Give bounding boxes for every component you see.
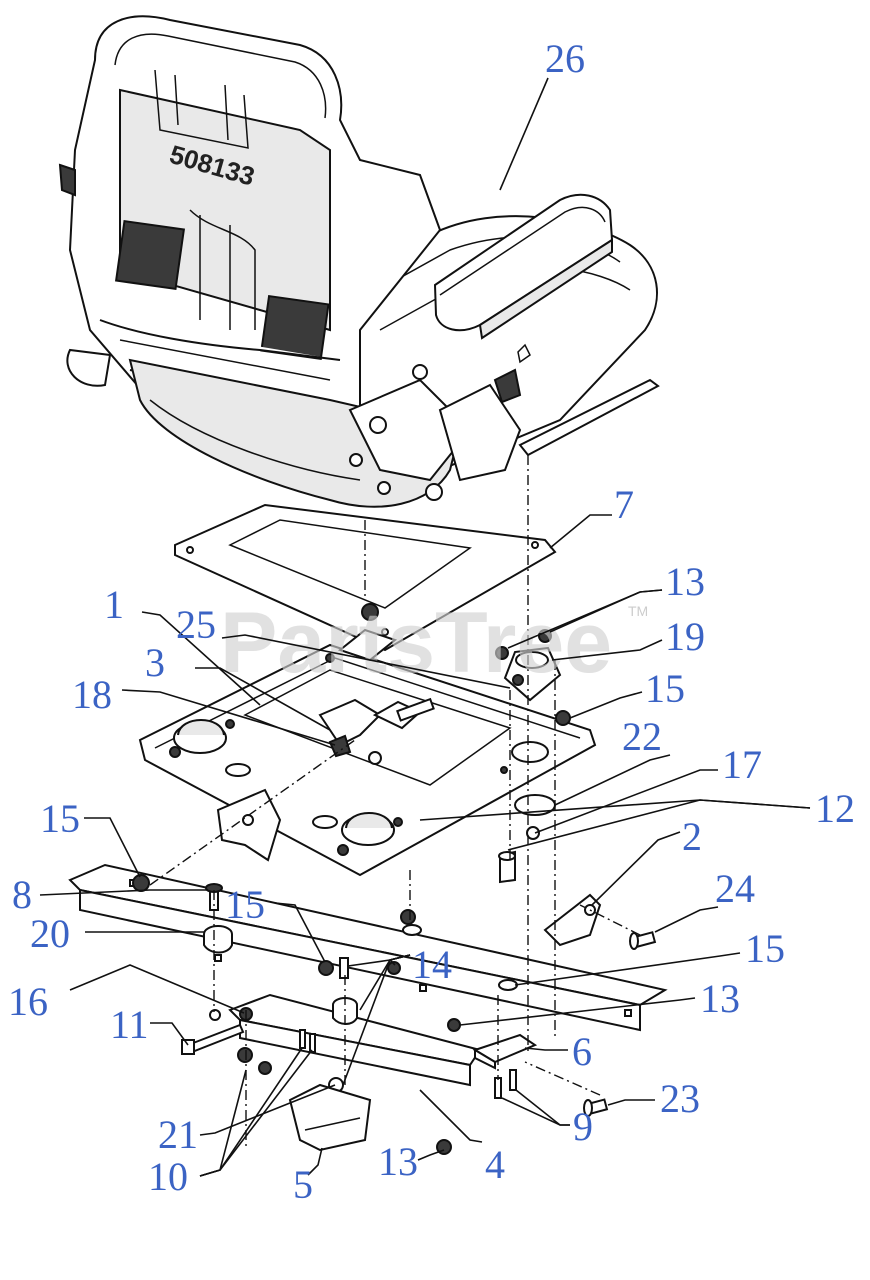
- callout-24: 24: [715, 866, 755, 911]
- callout-18: 18: [72, 672, 112, 717]
- seat-pan-bracket: [138, 603, 597, 877]
- seat-assembly: 508133: [58, 15, 660, 548]
- callout-9: 9: [573, 1104, 593, 1149]
- callout-15-right: 15: [645, 666, 685, 711]
- watermark-tm: TM: [628, 603, 648, 619]
- watermark-text: PartsTree: [220, 595, 612, 691]
- callout-13-bottom: 13: [378, 1139, 418, 1184]
- callout-21: 21: [158, 1112, 198, 1157]
- callout-22: 22: [622, 714, 662, 759]
- callout-12: 12: [815, 786, 855, 831]
- callout-14: 14: [412, 942, 452, 987]
- callout-17: 17: [722, 742, 762, 787]
- callout-20: 20: [30, 911, 70, 956]
- callout-2: 2: [682, 814, 702, 859]
- callout-labels: 26 7 1 25 13 19 3 18 15 22 17 15 12 2 8 …: [8, 36, 855, 1207]
- callout-11: 11: [110, 1002, 149, 1047]
- callout-25: 25: [176, 602, 216, 647]
- callout-6: 6: [572, 1029, 592, 1074]
- callout-13-middle: 13: [700, 976, 740, 1021]
- callout-10: 10: [148, 1154, 188, 1199]
- pivot-hardware: [495, 629, 571, 884]
- callout-15-left: 15: [40, 796, 80, 841]
- mounting-plate-gasket: [174, 503, 557, 652]
- alignment-lines: [149, 455, 641, 1150]
- callout-19: 19: [665, 614, 705, 659]
- lower-hardware: [132, 874, 657, 1155]
- callout-5: 5: [293, 1162, 313, 1207]
- callout-4: 4: [485, 1142, 505, 1187]
- callout-7: 7: [614, 482, 634, 527]
- callout-26: 26: [545, 36, 585, 81]
- callout-1: 1: [104, 582, 124, 627]
- callout-13-top: 13: [665, 559, 705, 604]
- callout-23: 23: [660, 1076, 700, 1121]
- callout-15-middle: 15: [225, 882, 265, 927]
- leader-lines: [39, 77, 811, 1177]
- callout-16: 16: [8, 979, 48, 1024]
- callout-3: 3: [145, 640, 165, 685]
- callout-15-lower-right: 15: [745, 926, 785, 971]
- callout-8: 8: [12, 872, 32, 917]
